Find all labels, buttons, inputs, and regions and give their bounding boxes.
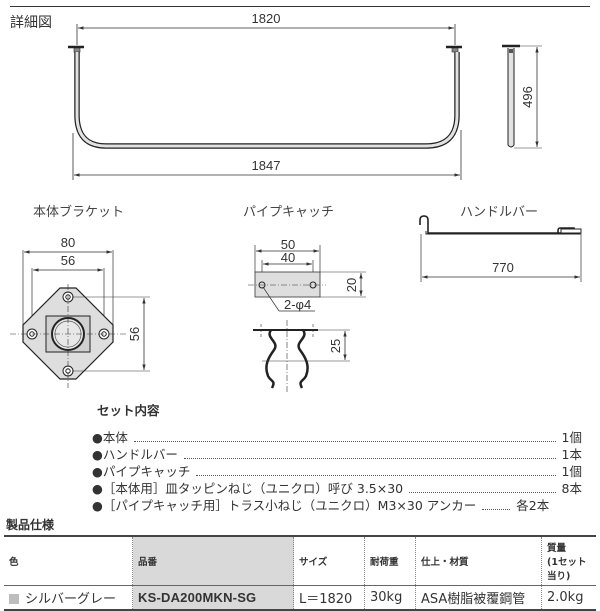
dim-1820: 1820: [252, 11, 281, 26]
color-swatch: [9, 594, 19, 604]
pipe-catch-drawing: 50 40 20 2-φ4 25: [248, 237, 366, 392]
header-load: 耐荷重: [364, 536, 416, 586]
top-rule: [10, 6, 590, 7]
set-contents-title: セット内容: [97, 403, 160, 418]
header-part-no: 品番: [132, 536, 294, 586]
technical-drawings: 1820 1847 496 80 56: [10, 11, 582, 392]
handle-bar-label: ハンドルバー: [460, 205, 539, 220]
svg-text:40: 40: [281, 250, 295, 265]
svg-text:2-φ4: 2-φ4: [284, 297, 311, 312]
dim-1847: 1847: [252, 158, 281, 173]
cell-mass: 2.0kg: [541, 585, 596, 610]
header-material: 仕上・材質: [415, 536, 542, 586]
svg-text:25: 25: [328, 339, 343, 353]
header-size: サイズ: [293, 536, 365, 586]
svg-text:20: 20: [344, 278, 359, 292]
dim-496: 496: [520, 86, 535, 108]
side-view-drawing: 496: [502, 44, 542, 149]
set-item: ●［パイプキャッチ用］トラス小ねじ（ユニクロ）M3×30 アンカー各2本: [92, 498, 550, 513]
pipe-catch-label: パイプキャッチ: [243, 205, 335, 220]
bracket-drawing: 80 56 56: [10, 235, 150, 388]
svg-text:50: 50: [281, 237, 295, 252]
cell-size: L＝1820: [293, 585, 365, 610]
detail-drawing-title: 詳細図: [10, 15, 52, 31]
header-color: 色: [9, 557, 19, 568]
handle-bar-drawing: 770: [419, 215, 582, 282]
spec-header-row: 色 品番 サイズ 耐荷重 仕上・材質 質量(1セット当り): [4, 536, 596, 586]
svg-text:56: 56: [127, 327, 142, 341]
svg-text:770: 770: [492, 260, 514, 275]
cell-part-no: KS-DA200MKN-SG: [132, 585, 294, 610]
bracket-label: 本体ブラケット: [33, 205, 125, 220]
cell-color: シルバーグレー: [4, 586, 133, 611]
main-bar-drawing: 1820 1847: [68, 11, 462, 180]
cell-load: 30kg: [364, 585, 416, 610]
spec-title: 製品仕様: [6, 518, 55, 532]
svg-text:80: 80: [61, 235, 75, 250]
cell-material: ASA樹脂被覆鋼管: [415, 585, 542, 610]
svg-text:56: 56: [61, 253, 75, 268]
header-mass: 質量(1セット当り): [541, 536, 596, 586]
table-row: シルバーグレー KS-DA200MKN-SG L＝1820 30kg ASA樹脂…: [4, 585, 596, 611]
